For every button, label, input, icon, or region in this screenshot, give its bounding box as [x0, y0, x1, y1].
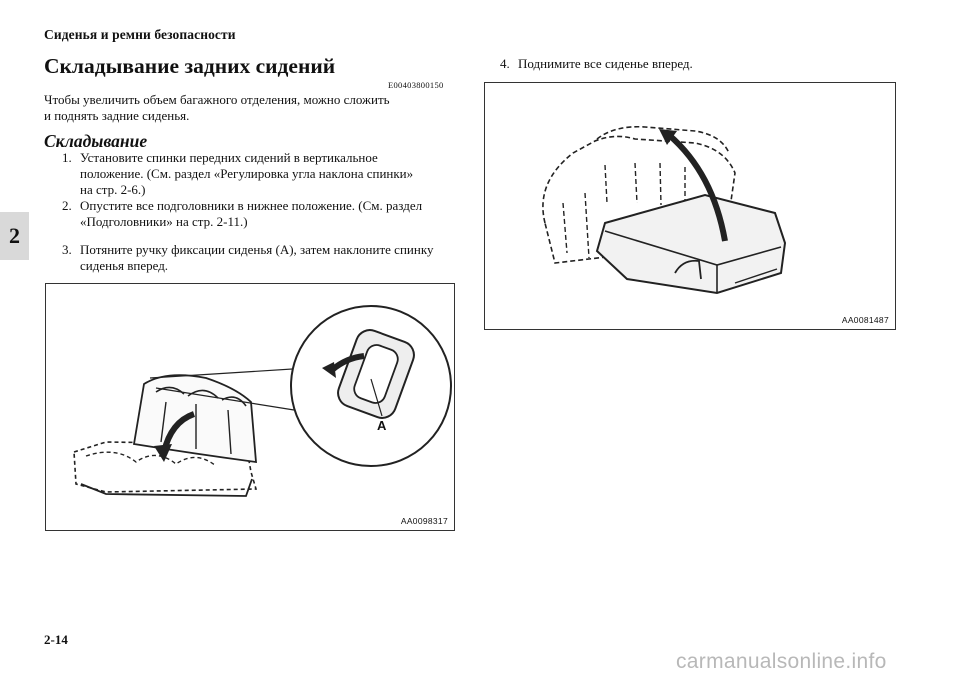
step-4: 4. Поднимите все сиденье вперед. — [500, 56, 900, 74]
running-header: Сиденья и ремни безопасности — [44, 27, 236, 42]
step-2: 2. Опустите все подголовники в нижнее по… — [62, 198, 462, 232]
step-text: Поднимите все сиденье вперед. — [518, 56, 693, 72]
step-line: на стр. 2-6.) — [80, 182, 146, 197]
step-line: «Подголовники» на стр. 2-11.) — [80, 214, 248, 229]
step-text: Опустите все подголовники в нижнее полож… — [80, 198, 422, 230]
page-number: 2-14 — [44, 632, 68, 647]
section-code: E00403800150 — [388, 80, 444, 90]
figure-code: AA0081487 — [841, 315, 889, 325]
step-line: сиденья вперед. — [80, 258, 169, 273]
intro-paragraph: Чтобы увеличить объем багажного отделени… — [44, 92, 454, 124]
step-number: 4. — [500, 56, 510, 71]
figure-code: AA0098317 — [400, 516, 448, 526]
intro-line: Чтобы увеличить объем багажного отделени… — [44, 92, 390, 107]
step-text: Установите спинки передних сидений в вер… — [80, 150, 413, 198]
figure-seat-unlock: A AA0098317 — [45, 283, 455, 531]
step-number: 1. — [62, 150, 72, 165]
section-title: Складывание задних сидений — [44, 54, 336, 78]
step-number: 3. — [62, 242, 72, 257]
step-line: Потяните ручку фиксации сиденья (A), зат… — [80, 242, 434, 257]
step-3: 3. Потяните ручку фиксации сиденья (A), … — [62, 242, 462, 276]
seat-tumble-illustration — [542, 125, 787, 295]
step-text: Потяните ручку фиксации сиденья (A), зат… — [80, 242, 433, 274]
label-a: A — [377, 418, 387, 433]
figure-seat-tumble: AA0081487 — [484, 82, 896, 330]
step-number: 2. — [62, 198, 72, 213]
intro-line: и поднять задние сиденья. — [44, 108, 190, 123]
step-line: Установите спинки передних сидений в вер… — [80, 150, 378, 165]
chapter-tab: 2 — [0, 212, 29, 260]
step-line: положение. (См. раздел «Регулировка угла… — [80, 166, 414, 181]
watermark: carmanualsonline.info — [676, 650, 887, 673]
step-1: 1. Установите спинки передних сидений в … — [62, 150, 462, 200]
step-line: Опустите все подголовники в нижнее полож… — [80, 198, 423, 213]
seat-unlock-illustration — [73, 305, 452, 497]
step-line: Поднимите все сиденье вперед. — [518, 56, 693, 71]
subsection-title: Складывание — [44, 131, 148, 151]
